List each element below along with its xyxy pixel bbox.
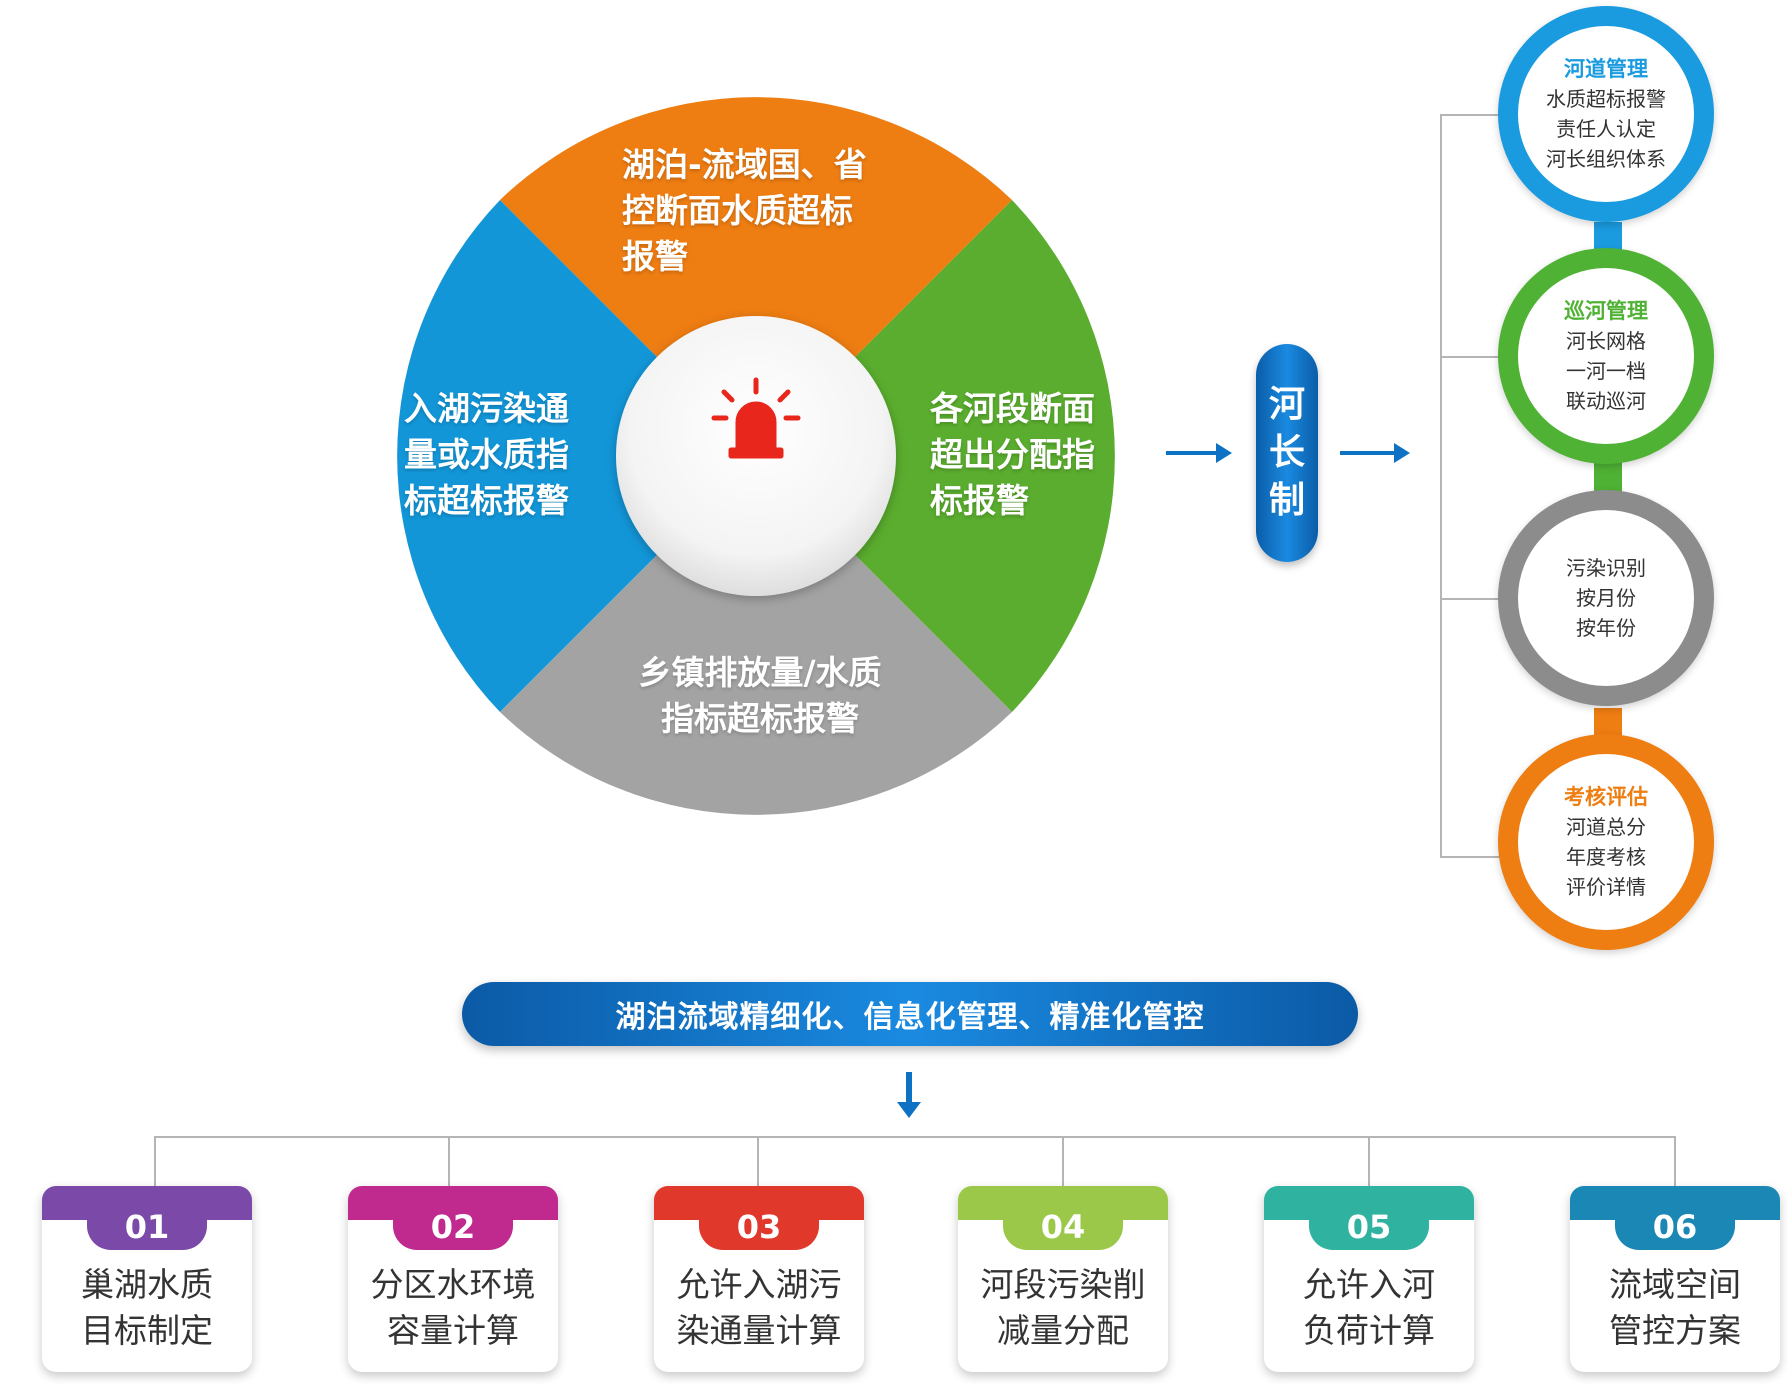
mgmt-item: 按月份 xyxy=(1576,586,1636,610)
step-text-line: 流域空间 xyxy=(1609,1265,1741,1304)
step-text-line: 允许入河 xyxy=(1303,1265,1435,1304)
step-drop-line xyxy=(757,1136,759,1188)
mgmt-item: 一河一档 xyxy=(1566,359,1646,383)
step-text-line: 允许入湖污 xyxy=(676,1265,842,1304)
pollution-identification-circle: 污染识别 按月份 按年份 xyxy=(1498,490,1714,706)
step-text-line: 减量分配 xyxy=(997,1311,1129,1350)
sector-bottom-line-2: 指标超标报警 xyxy=(661,699,859,738)
river-chief-system-pill: 河 长 制 xyxy=(1256,344,1318,562)
bracket-branch-line xyxy=(1440,356,1500,358)
bracket-branch-line xyxy=(1440,856,1500,858)
mgmt-item: 河道总分 xyxy=(1566,815,1646,839)
goal-banner-text: 湖泊流域精细化、信息化管理、精准化管控 xyxy=(615,1000,1205,1035)
step-card-02: 02 分区水环境 容量计算 xyxy=(348,1186,558,1372)
mgmt-item: 河长网格 xyxy=(1566,329,1646,353)
sector-left-line-2: 量或水质指 xyxy=(404,435,569,474)
step-drop-line xyxy=(1674,1136,1676,1188)
sector-bottom-line-1: 乡镇排放量/水质 xyxy=(638,653,882,692)
step-text-line: 容量计算 xyxy=(387,1311,519,1350)
arrow-right-icon xyxy=(1340,443,1410,463)
goal-banner: 湖泊流域精细化、信息化管理、精准化管控 xyxy=(462,982,1358,1046)
mgmt-item: 评价详情 xyxy=(1566,875,1646,899)
mgmt-item: 污染识别 xyxy=(1566,556,1646,580)
mgmt-item: 年度考核 xyxy=(1566,845,1646,869)
bracket-vertical-line xyxy=(1440,114,1442,858)
bracket-branch-line xyxy=(1440,114,1500,116)
sector-right-line-2: 超出分配指 xyxy=(930,435,1095,474)
river-course-management-circle: 河道管理 水质超标报警 责任人认定 河长组织体系 xyxy=(1498,6,1714,222)
step-number: 04 xyxy=(1003,1204,1123,1250)
mgmt-title: 考核评估 xyxy=(1564,785,1648,809)
step-drop-line xyxy=(1368,1136,1370,1188)
step-text-line: 河段污染削 xyxy=(980,1265,1146,1304)
step-card-06: 06 流域空间 管控方案 xyxy=(1570,1186,1780,1372)
sector-top-line-3: 报警 xyxy=(622,237,688,276)
mgmt-item: 责任人认定 xyxy=(1556,117,1656,141)
sector-left-line-1: 入湖污染通 xyxy=(404,389,569,428)
river-chief-char-1: 河 xyxy=(1268,384,1305,425)
assessment-evaluation-circle: 考核评估 河道总分 年度考核 评价详情 xyxy=(1498,734,1714,950)
step-drop-line xyxy=(448,1136,450,1188)
step-text-line: 负荷计算 xyxy=(1303,1311,1435,1350)
sector-left-label: 入湖污染通 量或水质指 标超标报警 xyxy=(404,386,604,524)
river-chief-char-2: 长 xyxy=(1268,432,1305,473)
circle-connector xyxy=(1594,462,1622,492)
river-patrol-management-circle: 巡河管理 河长网格 一河一档 联动巡河 xyxy=(1498,248,1714,464)
sector-right-line-1: 各河段断面 xyxy=(930,389,1095,428)
circle-connector xyxy=(1594,222,1622,252)
sector-left-line-3: 标超标报警 xyxy=(404,481,569,520)
step-number: 03 xyxy=(699,1204,819,1250)
step-drop-line xyxy=(154,1136,156,1188)
step-card-04: 04 河段污染削 减量分配 xyxy=(958,1186,1168,1372)
sector-right-line-3: 标报警 xyxy=(930,481,1029,520)
step-text-line: 巢湖水质 xyxy=(81,1265,213,1304)
sector-bottom-label: 乡镇排放量/水质 指标超标报警 xyxy=(560,650,960,742)
step-text-line: 目标制定 xyxy=(81,1311,213,1350)
mgmt-item: 水质超标报警 xyxy=(1546,87,1666,111)
step-text-line: 分区水环境 xyxy=(370,1265,536,1304)
mgmt-item: 按年份 xyxy=(1576,616,1636,640)
sector-bottom-township-emission-alarm xyxy=(500,456,1012,815)
step-drop-line xyxy=(1062,1136,1064,1188)
mgmt-title: 巡河管理 xyxy=(1564,299,1648,323)
step-text-line: 管控方案 xyxy=(1609,1311,1741,1350)
sector-top-line-1: 湖泊-流域国、省 xyxy=(622,145,867,184)
step-number: 06 xyxy=(1615,1204,1735,1250)
step-card-05: 05 允许入河 负荷计算 xyxy=(1264,1186,1474,1372)
step-number: 02 xyxy=(393,1204,513,1250)
step-card-01: 01 巢湖水质 目标制定 xyxy=(42,1186,252,1372)
step-text-line: 染通量计算 xyxy=(676,1311,842,1350)
mgmt-item: 联动巡河 xyxy=(1566,389,1646,413)
sector-top-line-2: 控断面水质超标 xyxy=(622,191,853,230)
sector-right-river-segment-alarm xyxy=(756,200,1115,712)
steps-horizontal-line xyxy=(154,1136,1676,1138)
river-chief-char-3: 制 xyxy=(1268,480,1305,521)
sector-left-inflow-pollution-alarm xyxy=(397,200,756,712)
sector-top-label: 湖泊-流域国、省 控断面水质超标 报警 xyxy=(622,142,922,280)
sector-right-label: 各河段断面 超出分配指 标报警 xyxy=(930,386,1130,524)
step-number: 05 xyxy=(1309,1204,1429,1250)
mgmt-item: 河长组织体系 xyxy=(1546,147,1666,171)
step-card-03: 03 允许入湖污 染通量计算 xyxy=(654,1186,864,1372)
arrow-right-icon xyxy=(1166,443,1232,463)
alarm-siren-icon xyxy=(711,377,801,459)
step-number: 01 xyxy=(87,1204,207,1250)
sector-top-national-provincial-alarm xyxy=(500,97,1012,456)
mgmt-title: 河道管理 xyxy=(1564,57,1648,81)
arrow-down-icon xyxy=(897,1072,921,1118)
bracket-branch-line xyxy=(1440,598,1500,600)
circle-connector xyxy=(1594,708,1622,738)
